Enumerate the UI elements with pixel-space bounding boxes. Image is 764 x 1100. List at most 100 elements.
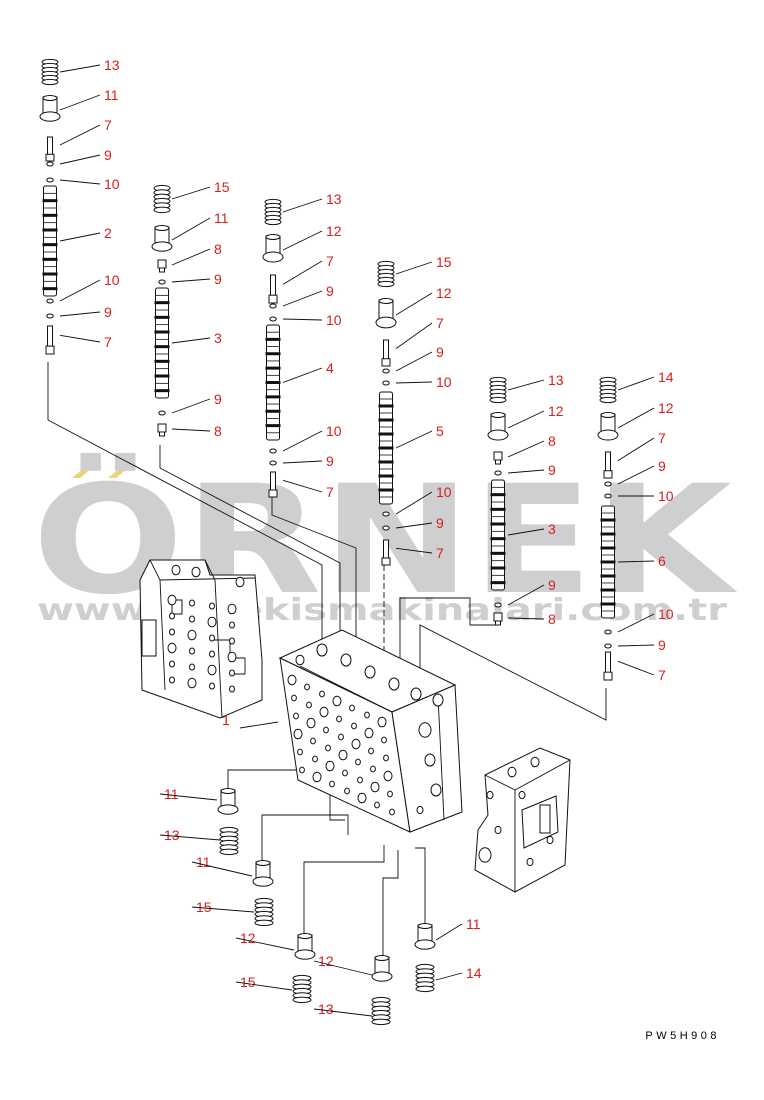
callout-label: 13 — [318, 1001, 334, 1017]
callout-label: 10 — [658, 606, 674, 622]
o-ring-part — [46, 161, 54, 167]
callout-leader — [617, 613, 655, 633]
o-ring-part — [382, 511, 390, 517]
callout-leader — [395, 430, 433, 449]
callout-leader — [282, 318, 323, 321]
callout-leader — [395, 261, 433, 275]
callout-label: 14 — [658, 369, 674, 385]
bolt-part — [45, 136, 55, 162]
spring-part — [371, 996, 391, 1026]
bolt-part — [603, 651, 613, 681]
callout-label: 15 — [240, 974, 256, 990]
callout-label: 14 — [466, 965, 482, 981]
route-line-lower-2 — [261, 814, 349, 862]
routing-lines — [47, 362, 607, 958]
callout-leader — [617, 407, 655, 429]
retainer-part — [375, 298, 397, 329]
callout-label: 12 — [436, 285, 452, 301]
callout-leader — [171, 337, 211, 344]
callout-label: 2 — [104, 225, 112, 241]
valve-body — [278, 629, 463, 833]
callout-label: 8 — [548, 433, 556, 449]
callout-leader — [507, 440, 545, 458]
callout-label: 9 — [104, 147, 112, 163]
retainer-part — [252, 860, 274, 887]
o-ring-part — [158, 410, 166, 416]
callout-label: 15 — [196, 899, 212, 915]
route-line-col5 — [399, 597, 498, 664]
callout-leader — [313, 1008, 373, 1017]
callout-label: 7 — [658, 667, 666, 683]
callout-leader — [59, 334, 101, 343]
callout-label: 7 — [436, 315, 444, 331]
spring-part — [264, 198, 282, 226]
spool-assembly-col3 — [262, 198, 284, 498]
spring-part — [219, 826, 239, 856]
callout-leader — [159, 834, 221, 841]
callout-label: 13 — [164, 827, 180, 843]
callout-label: 13 — [104, 57, 120, 73]
callout-label: 3 — [548, 521, 556, 537]
bolt-part — [381, 539, 391, 566]
spool-part — [42, 185, 58, 297]
callout-leader — [59, 64, 101, 73]
callout-labels: 1311791021097151189398131279104109715127… — [104, 57, 674, 1017]
callout-leader — [507, 617, 545, 620]
callout-label: 10 — [326, 312, 342, 328]
callout-label: 5 — [436, 423, 444, 439]
callout-label: 13 — [326, 191, 342, 207]
o-ring-part — [46, 177, 54, 183]
end-cover-left — [139, 559, 263, 719]
callout-label: 9 — [436, 344, 444, 360]
route-line-lower-4 — [382, 850, 399, 958]
o-ring-part — [269, 316, 277, 322]
callout-leader — [282, 367, 323, 383]
o-ring-part — [604, 643, 612, 649]
spring-part — [254, 897, 274, 927]
callout-label: 12 — [548, 403, 564, 419]
callout-label: 9 — [658, 458, 666, 474]
o-ring-part — [269, 303, 277, 309]
spring-part — [292, 974, 312, 1004]
retainer-part — [217, 788, 239, 815]
spool-assembly-col1 — [39, 58, 61, 355]
retainer-part — [151, 225, 173, 252]
callout-label: 11 — [164, 786, 179, 802]
callout-label: 12 — [658, 400, 674, 416]
spool-part — [600, 505, 616, 619]
route-line-lower-3 — [303, 845, 385, 935]
callout-leader — [395, 522, 433, 529]
callout-label: 12 — [240, 930, 256, 946]
callout-leader — [59, 94, 101, 111]
port-holes — [478, 756, 554, 867]
o-ring-part — [269, 460, 277, 466]
callout-label: 9 — [548, 577, 556, 593]
callout-leader — [507, 410, 545, 429]
callout-leader — [507, 469, 545, 474]
callout-leader — [282, 460, 323, 464]
callout-label: 9 — [104, 304, 112, 320]
callout-leader — [59, 179, 101, 185]
route-line-col3 — [271, 497, 357, 648]
callout-leader — [159, 793, 218, 801]
o-ring-part — [46, 313, 54, 319]
spring-part — [599, 376, 617, 404]
callout-leader — [395, 547, 433, 554]
callout-label: 10 — [658, 488, 674, 504]
spool-part — [490, 479, 506, 591]
callout-leader — [435, 923, 463, 941]
callout-leader — [191, 861, 253, 877]
bolt-part — [603, 451, 613, 479]
callout-leader — [282, 198, 323, 213]
callout-leader — [395, 292, 433, 316]
o-ring-part — [494, 602, 502, 608]
port-holes — [167, 564, 245, 693]
callout-leader — [617, 560, 655, 563]
callout-leader — [507, 379, 545, 391]
callout-label: 10 — [104, 272, 120, 288]
callout-leader — [435, 972, 463, 981]
retainer-part — [487, 412, 509, 441]
callout-leader — [59, 311, 101, 317]
o-ring-part — [382, 368, 390, 374]
